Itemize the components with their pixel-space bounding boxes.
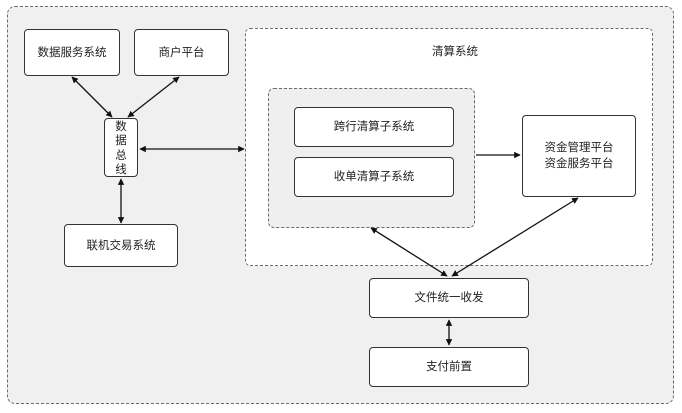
connector-subsystems-to-file-transfer	[370, 227, 448, 277]
file-unified-transfer-node: 文件统一收发	[369, 278, 529, 318]
merchant-platform-node: 商户平台	[134, 29, 229, 76]
data-bus-char: 线	[115, 162, 127, 176]
online-trading-system-node: 联机交易系统	[64, 224, 178, 267]
data-service-system-node: 数据服务系统	[24, 29, 120, 76]
interbank-clearing-subsystem-node: 跨行清算子系统	[294, 107, 454, 147]
clearing-system-title: 清算系统	[432, 44, 478, 58]
data-bus-char: 总	[115, 147, 127, 162]
connector-data-service-to-bus	[71, 76, 113, 118]
payment-front-node: 支付前置	[369, 347, 529, 387]
fund-platform-node: 资金管理平台 资金服务平台	[522, 115, 636, 197]
data-bus-char: 数	[115, 118, 127, 133]
connector-fund-platform-to-file-transfer	[451, 197, 579, 277]
data-bus-char: 据	[115, 133, 127, 147]
fund-management-platform-label: 资金管理平台	[544, 140, 614, 155]
acquiring-clearing-subsystem-node: 收单清算子系统	[294, 157, 454, 197]
data-bus-node: 数 据 总 线	[104, 118, 138, 177]
fund-service-platform-label: 资金服务平台	[544, 156, 614, 170]
connector-merchant-to-bus	[127, 76, 180, 118]
